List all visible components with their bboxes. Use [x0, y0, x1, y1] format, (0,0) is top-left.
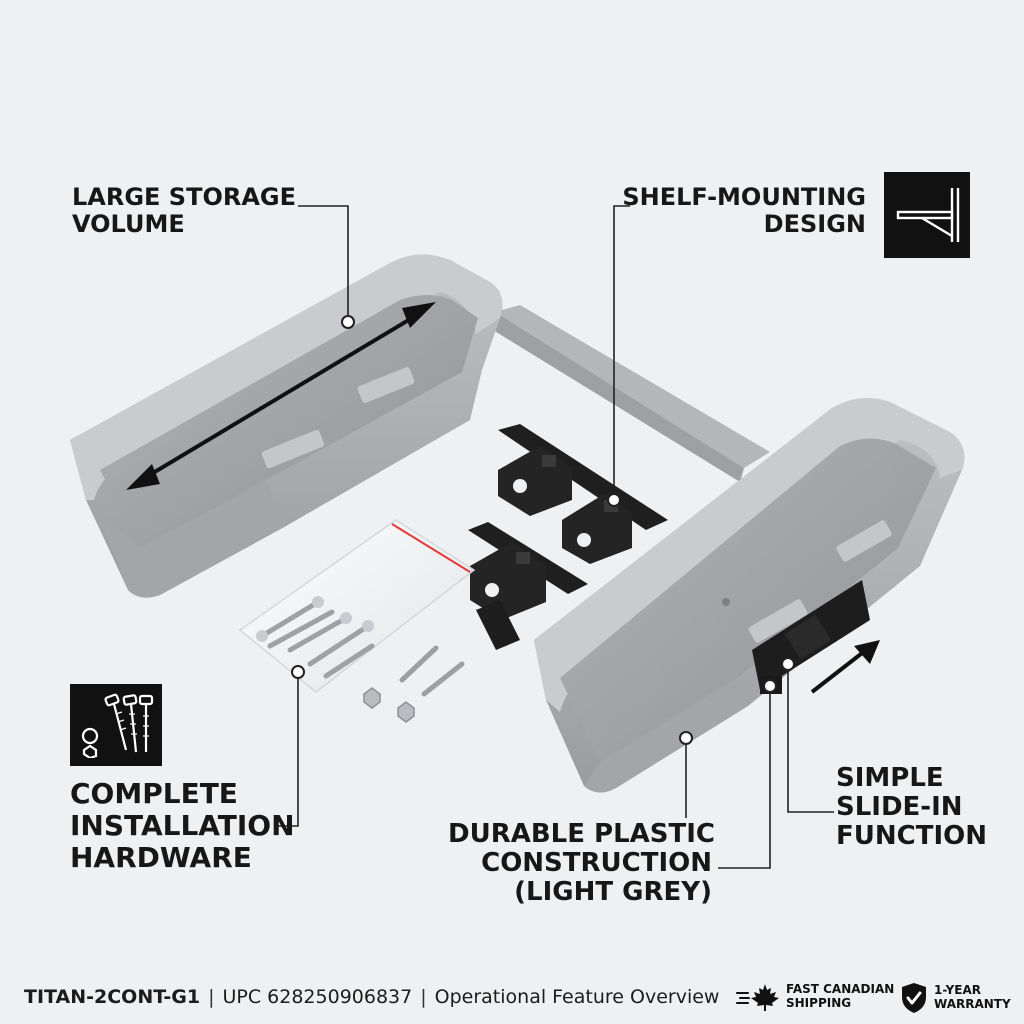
callout-slide-line1: SIMPLE [836, 763, 944, 793]
shipping-badge: FAST CANADIAN SHIPPING [736, 982, 894, 1012]
callout-storage-line1: LARGE STORAGE [72, 183, 297, 211]
upc-code: UPC 628250906837 [222, 986, 413, 1008]
length-arrow [126, 302, 436, 490]
callout-shelf-line2: DESIGN [763, 209, 866, 238]
right-storage-bin [534, 398, 965, 793]
callout-shelf-line1: SHELF-MOUNTING [622, 183, 866, 211]
callout-durable-line2: CONSTRUCTION [481, 848, 712, 879]
callout-slide-in: SIMPLE SLIDE-IN FUNCTION [836, 763, 987, 852]
slide-arrow [810, 640, 880, 694]
loose-nuts [363, 687, 415, 723]
mounting-bracket-upper [498, 424, 668, 564]
callout-hardware-line1: COMPLETE [70, 777, 238, 810]
loose-screws [399, 645, 465, 697]
footer-separator: | [208, 986, 215, 1008]
callout-durable-line3: (LIGHT GREY) [514, 877, 712, 908]
callout-durable-plastic: DURABLE PLASTIC CONSTRUCTION (LIGHT GREY… [448, 819, 715, 908]
callout-hardware-line3: HARDWARE [70, 840, 252, 874]
mounting-bracket-lower [468, 522, 588, 650]
callout-slide-line2: SLIDE-IN [836, 792, 963, 823]
callout-storage-line2: VOLUME [72, 209, 185, 238]
shipping-line2: SHIPPING [786, 996, 852, 1010]
warranty-badge: 1-YEAR WARRANTY [900, 982, 1011, 1014]
callout-hardware-line2: INSTALLATION [70, 808, 295, 842]
callout-installation-hardware: COMPLETE INSTALLATION HARDWARE [70, 778, 295, 874]
screws-icon [70, 684, 162, 766]
leader-dots [291, 315, 795, 745]
left-storage-bin [70, 254, 503, 598]
maple-leaf-icon [736, 984, 779, 1011]
shield-check-icon [902, 983, 926, 1013]
callout-storage-volume: LARGE STORAGE VOLUME [72, 184, 296, 238]
leader-lines [274, 205, 834, 869]
warranty-line1: 1-YEAR [934, 983, 981, 998]
model-number: TITAN-2CONT-G1 [24, 986, 201, 1008]
footer-info: TITAN-2CONT-G1 | UPC 628250906837 | Operatio… [24, 986, 719, 1008]
callout-shelf-mounting: SHELF-MOUNTING DESIGN [600, 184, 866, 238]
shipping-line1: FAST CANADIAN [786, 982, 895, 997]
shelf-bracket-icon [884, 172, 970, 258]
footer-subtitle: Operational Feature Overview [434, 986, 720, 1008]
connecting-rail [493, 305, 770, 482]
callout-slide-line3: FUNCTION [836, 821, 987, 852]
callout-durable-line1: DURABLE PLASTIC [448, 819, 715, 849]
footer-separator-2: | [420, 986, 427, 1008]
hardware-bag [238, 519, 476, 693]
warranty-line2: WARRANTY [934, 997, 1011, 1011]
